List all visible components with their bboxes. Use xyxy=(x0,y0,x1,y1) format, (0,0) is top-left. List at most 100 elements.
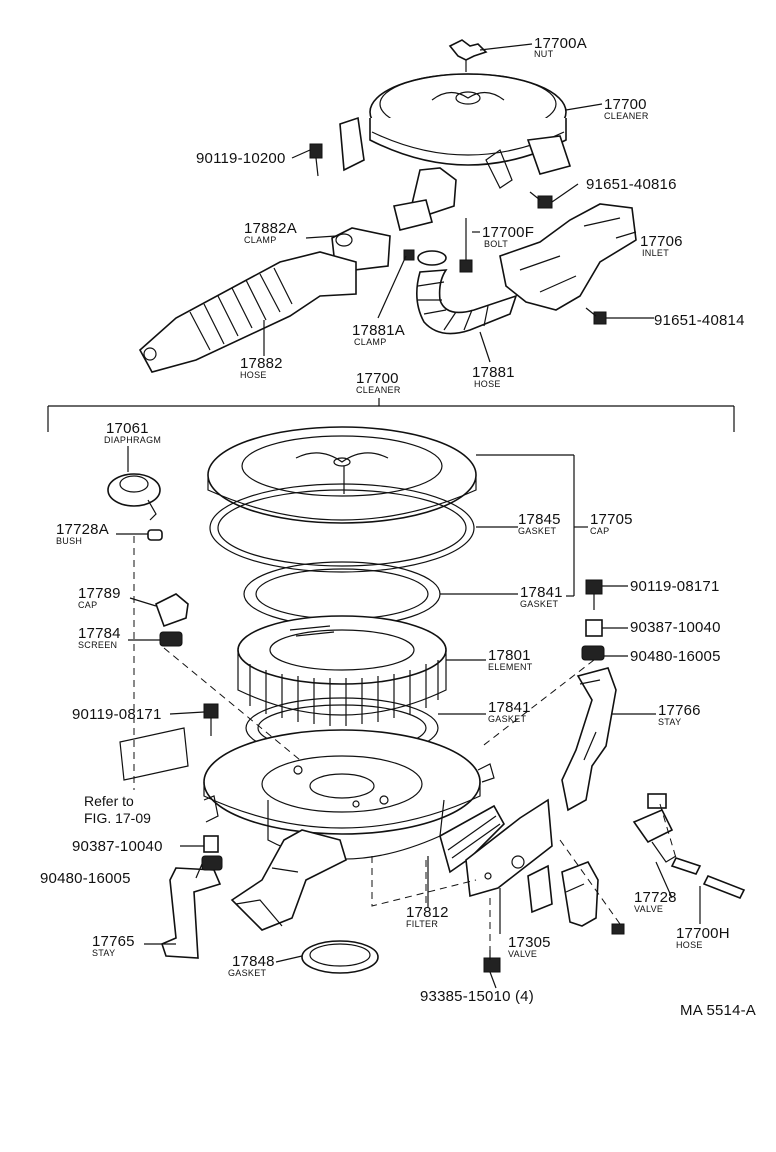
svg-text:CLEANER: CLEANER xyxy=(604,111,649,121)
clamp-17881A-drawing xyxy=(403,249,447,266)
valve-plate-drawing xyxy=(465,798,553,898)
svg-text:17728: 17728 xyxy=(634,889,677,906)
label-90480-16005-right: 90480-16005 xyxy=(630,648,721,665)
stay-17766-drawing xyxy=(561,667,617,812)
svg-text:17700H: 17700H xyxy=(676,925,730,942)
assembly-bracket xyxy=(47,398,735,432)
svg-text:ELEMENT: ELEMENT xyxy=(488,662,533,672)
bolt-93385-drawing xyxy=(483,950,501,973)
cushion-90480-16005-left-drawing xyxy=(201,855,223,871)
svg-text:17882A: 17882A xyxy=(244,220,297,237)
bolt-90119-10200-drawing xyxy=(309,143,323,177)
svg-text:90119-10200: 90119-10200 xyxy=(196,150,286,167)
valve-17305-drawing xyxy=(527,861,625,935)
svg-text:90119-08171: 90119-08171 xyxy=(630,578,720,595)
svg-text:FIG. 17-09: FIG. 17-09 xyxy=(84,810,151,826)
bolt-17700F-drawing xyxy=(459,218,473,273)
wing-nut-drawing xyxy=(448,39,488,72)
hose-17700H-drawing xyxy=(670,857,746,900)
bush-17728A-drawing xyxy=(147,529,163,541)
svg-text:17765: 17765 xyxy=(92,933,135,950)
bolt-91651-40814-drawing xyxy=(585,307,607,325)
svg-text:GASKET: GASKET xyxy=(228,968,267,978)
bolt-90119-08171-left-drawing xyxy=(203,703,219,736)
svg-text:17705: 17705 xyxy=(590,511,633,528)
svg-text:90119-08171: 90119-08171 xyxy=(72,706,162,723)
svg-text:90480-16005: 90480-16005 xyxy=(40,870,131,887)
svg-text:17841: 17841 xyxy=(488,699,531,716)
bolt-91651-40816-drawing xyxy=(529,191,553,209)
hose-17882-drawing xyxy=(138,251,357,373)
label-90387-10040-left: 90387-10040 xyxy=(72,838,163,855)
svg-text:17700: 17700 xyxy=(604,96,647,113)
gasket-17845-drawing xyxy=(209,483,475,573)
bolt-90119-08171-right-drawing xyxy=(585,579,603,610)
label-91651-40816: 91651-40816 xyxy=(586,176,677,193)
svg-text:17700F: 17700F xyxy=(482,224,534,241)
svg-text:90480-16005: 90480-16005 xyxy=(630,648,721,665)
svg-text:NUT: NUT xyxy=(534,49,554,59)
svg-text:CLEANER: CLEANER xyxy=(356,385,401,395)
inlet-17706-drawing xyxy=(499,203,637,311)
svg-text:HOSE: HOSE xyxy=(240,370,267,380)
svg-text:17881A: 17881A xyxy=(352,322,405,339)
gasket-17848-drawing xyxy=(301,940,379,974)
stay-17765-drawing xyxy=(161,867,222,959)
svg-text:BOLT: BOLT xyxy=(484,239,508,249)
svg-text:91651-40816: 91651-40816 xyxy=(586,176,677,193)
svg-text:17706: 17706 xyxy=(640,233,683,250)
svg-text:CAP: CAP xyxy=(78,600,97,610)
svg-text:CAP: CAP xyxy=(590,526,609,536)
cushion-90480-16005-right-drawing xyxy=(581,645,605,661)
svg-text:STAY: STAY xyxy=(658,717,681,727)
svg-text:91651-40814: 91651-40814 xyxy=(654,312,745,329)
svg-text:17812: 17812 xyxy=(406,904,449,921)
label-91651-40814: 91651-40814 xyxy=(654,312,745,329)
element-17801-drawing xyxy=(237,615,447,726)
svg-text:17882: 17882 xyxy=(240,355,283,372)
svg-text:93385-15010 (4): 93385-15010 (4) xyxy=(420,988,534,1005)
label-93385-15010: 93385-15010 (4) xyxy=(420,988,534,1005)
svg-text:GASKET: GASKET xyxy=(488,714,527,724)
diaphragm-17061-drawing xyxy=(107,473,161,521)
collar-90387-10040-right-drawing xyxy=(585,619,603,637)
svg-text:Refer to: Refer to xyxy=(84,793,134,809)
svg-text:17700: 17700 xyxy=(356,370,399,387)
svg-text:STAY: STAY xyxy=(92,948,115,958)
snorkel-inlet-drawing xyxy=(230,829,347,931)
svg-text:CLAMP: CLAMP xyxy=(354,337,387,347)
reference-plate-drawing xyxy=(119,727,189,781)
collar-90387-10040-left-drawing xyxy=(203,835,219,853)
reference-note: Refer to FIG. 17-09 xyxy=(84,793,151,826)
cleaner-body-drawing xyxy=(203,729,495,860)
svg-text:17848: 17848 xyxy=(232,953,275,970)
dashed-assembly-lines xyxy=(133,536,677,950)
svg-text:90387-10040: 90387-10040 xyxy=(630,619,721,636)
cap-17789-drawing xyxy=(155,593,189,628)
hose-17881-drawing xyxy=(416,269,518,335)
label-90480-16005-left: 90480-16005 xyxy=(40,870,131,887)
svg-text:17841: 17841 xyxy=(520,584,563,601)
svg-text:17305: 17305 xyxy=(508,934,551,951)
svg-text:17881: 17881 xyxy=(472,364,515,381)
svg-text:90387-10040: 90387-10040 xyxy=(72,838,163,855)
